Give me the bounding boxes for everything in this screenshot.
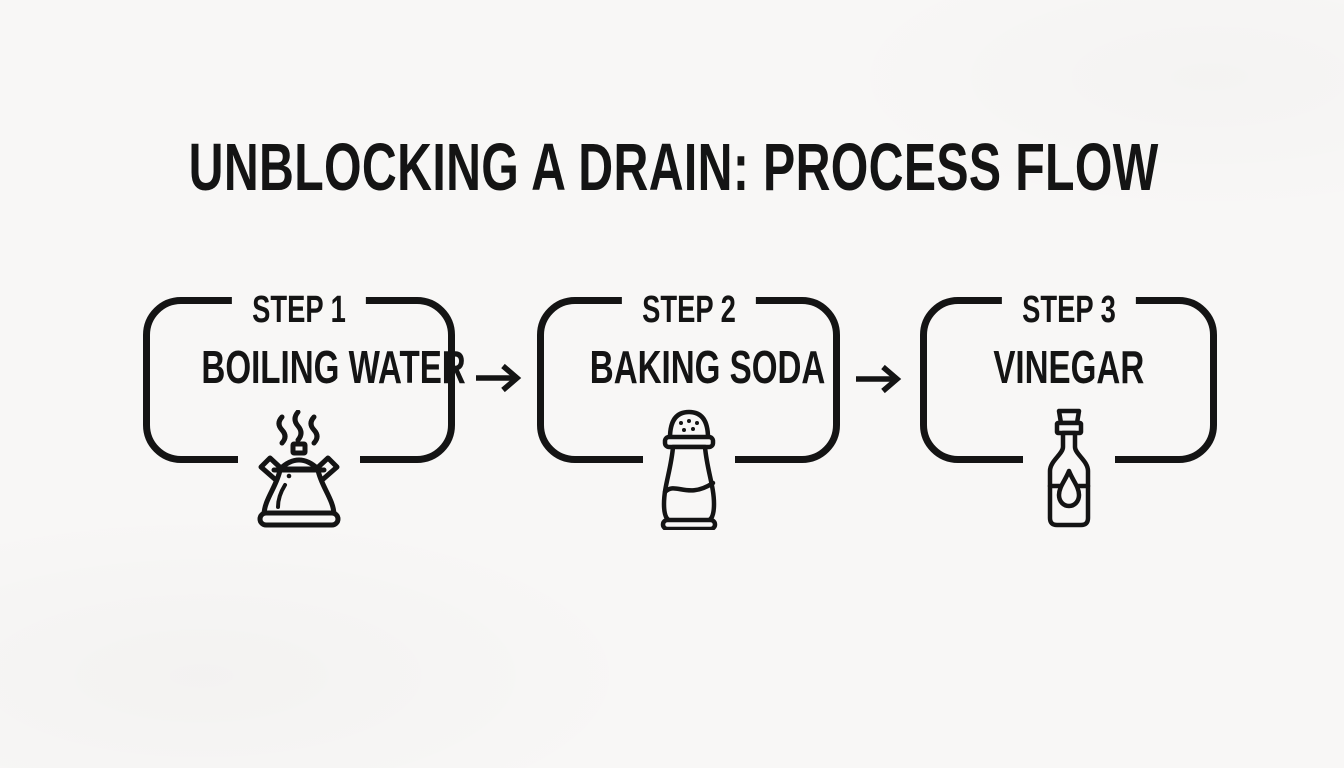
kettle-knob — [290, 441, 308, 456]
shaker-fill-line — [662, 480, 715, 495]
shaker-hole — [681, 428, 686, 432]
step-name-text: VINEGAR — [993, 341, 1144, 393]
kettle-base — [257, 510, 341, 528]
kettle-dot — [286, 473, 292, 479]
page-title: UNBLOCKING A DRAIN: PROCESS FLOW — [0, 134, 1344, 201]
bottle-drop — [1056, 468, 1081, 509]
kettle-highlight — [276, 483, 287, 509]
step-box-3: STEP 3 VINEGAR — [920, 291, 1217, 528]
vinegar-bottle-icon — [1047, 408, 1090, 528]
page-title-text: UNBLOCKING A DRAIN: PROCESS FLOW — [188, 130, 1159, 205]
step-label-text: STEP 3 — [1021, 289, 1116, 331]
shaker-body — [661, 444, 716, 524]
shaker-cap — [667, 409, 710, 441]
step-name: VINEGAR — [927, 344, 1210, 390]
shaker-hole — [690, 427, 695, 431]
kettle-icon — [257, 410, 341, 528]
step-label: STEP 3 — [1001, 289, 1136, 331]
step-box-2: STEP 2 BAKING SODA — [537, 291, 840, 530]
arrow-right-icon — [856, 364, 902, 394]
steam-line — [308, 414, 320, 446]
shaker-hole — [686, 419, 691, 423]
shaker-hole — [694, 421, 699, 425]
shaker-base — [660, 517, 717, 530]
steam-line — [292, 410, 304, 443]
salt-shaker-icon — [660, 409, 717, 530]
step-label: STEP 2 — [621, 289, 756, 331]
step-box-1: STEP 1 BOILING WATER — [143, 291, 466, 528]
arrow-right-icon — [476, 363, 522, 393]
steam-line — [276, 414, 288, 446]
step-name: BOILING WATER — [150, 344, 465, 390]
step-label: STEP 1 — [231, 289, 367, 331]
shaker-hole — [678, 421, 683, 425]
step-name-text: BAKING SODA — [589, 341, 826, 393]
step-label-text: STEP 2 — [641, 289, 736, 331]
arrow-head — [501, 363, 522, 393]
step-name-text: BOILING WATER — [201, 341, 466, 393]
step-name: BAKING SODA — [544, 344, 833, 390]
arrow-head — [881, 364, 902, 394]
step-label-text: STEP 1 — [252, 289, 346, 331]
